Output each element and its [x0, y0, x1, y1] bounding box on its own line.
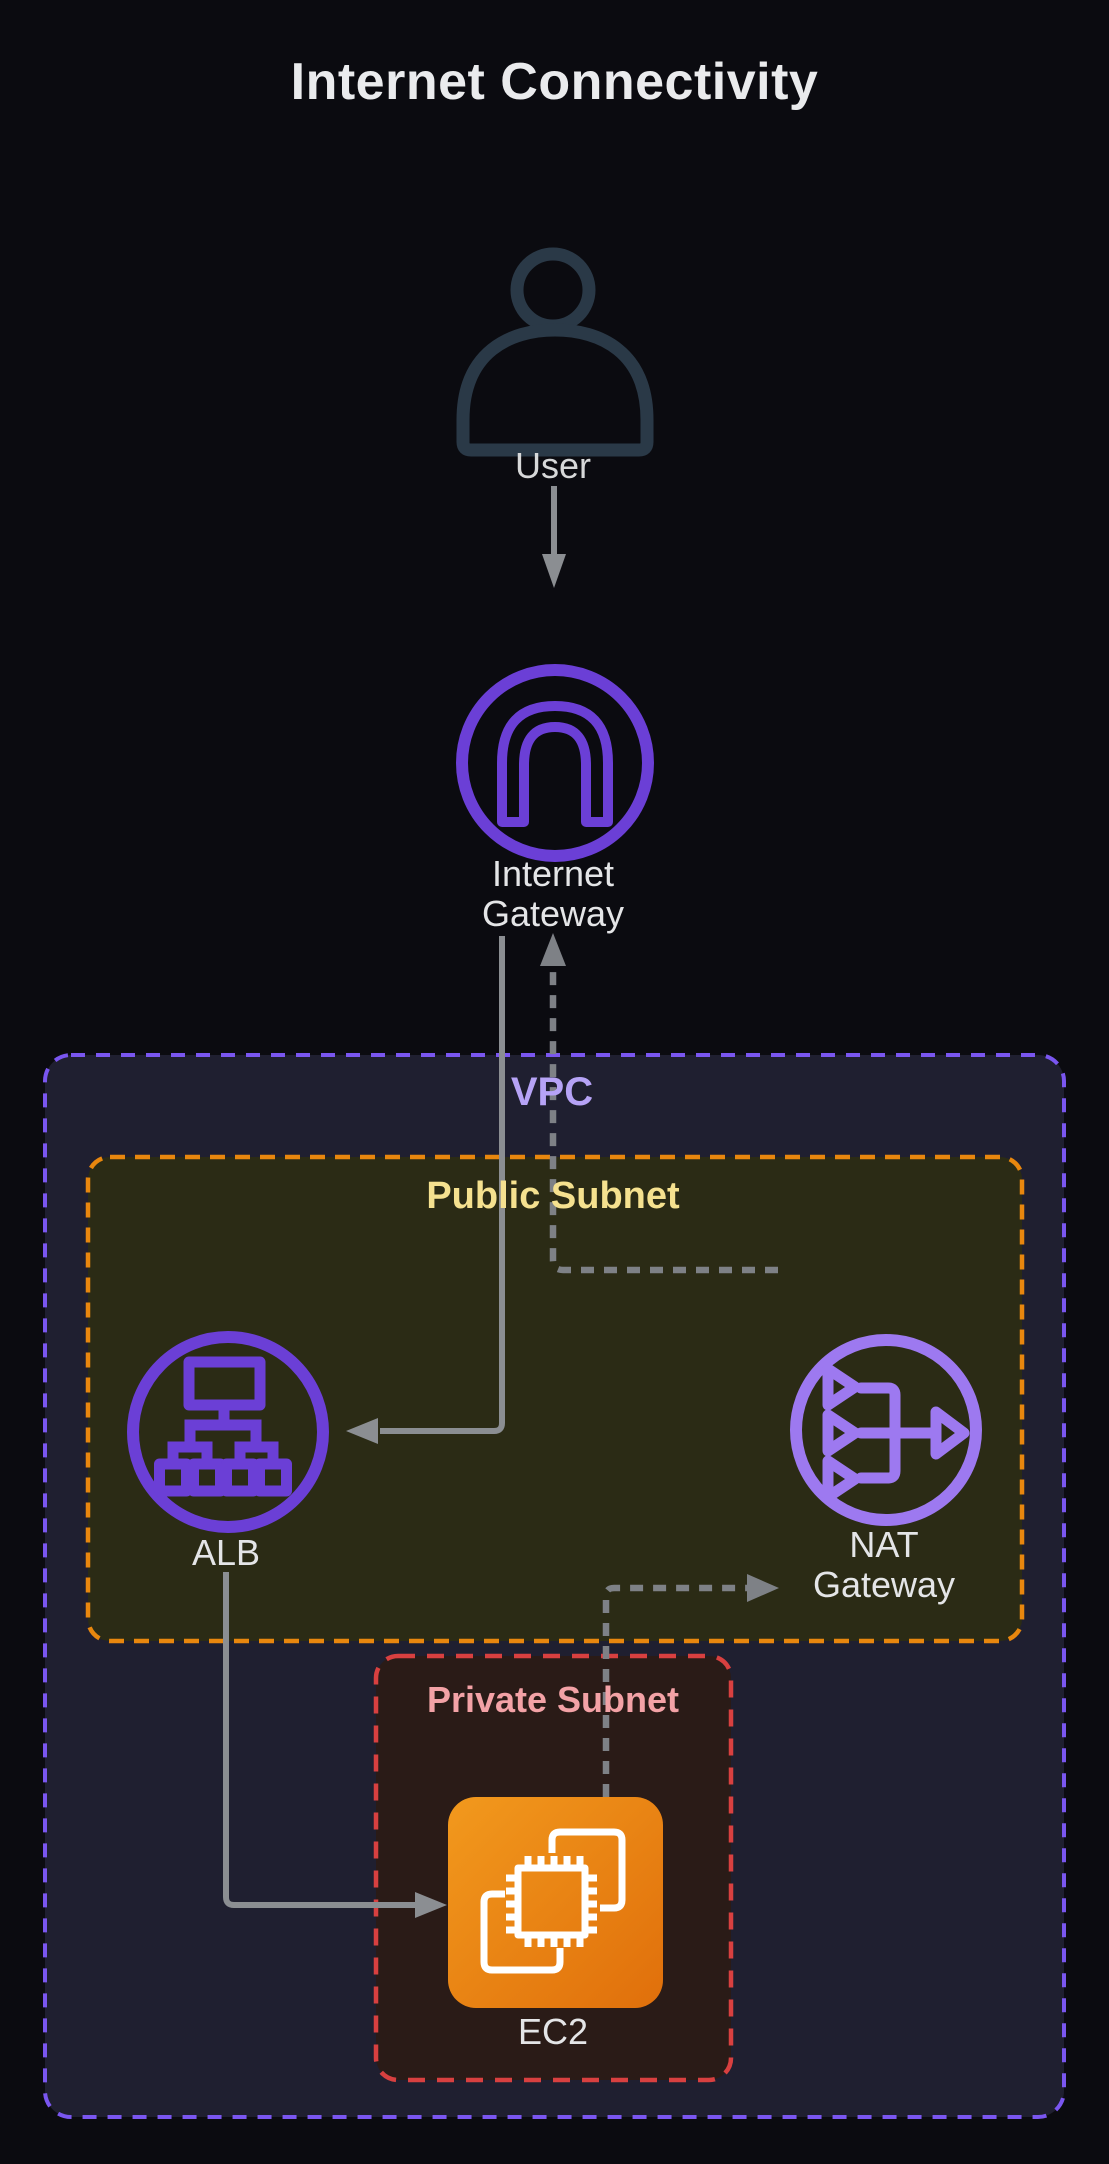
- vpc-label: VPC: [510, 1070, 594, 1114]
- edge-ec2-to-nat-dashed: [602, 1574, 779, 1797]
- nat-gateway-label: NAT Gateway: [812, 1524, 956, 1605]
- internet-gateway-icon: [456, 664, 654, 862]
- public-subnet-box: [85, 1154, 1025, 1644]
- alb-label: ALB: [191, 1532, 261, 1573]
- diagram-title: Internet Connectivity: [290, 53, 819, 111]
- public-subnet-label: Public Subnet: [426, 1175, 680, 1217]
- edge-nat-to-igw-dashed: [540, 933, 778, 1274]
- user-icon: [456, 247, 654, 457]
- edge-user-to-igw: [542, 486, 566, 588]
- user-label: User: [514, 445, 592, 486]
- edge-alb-to-ec2: [223, 1572, 447, 1918]
- alb-icon: [127, 1331, 329, 1533]
- private-subnet-label: Private Subnet: [426, 1679, 680, 1720]
- ec2-icon: [448, 1797, 663, 2008]
- nat-gateway-icon: [790, 1334, 982, 1526]
- internet-gateway-label: Internet Gateway: [481, 853, 625, 934]
- ec2-label: EC2: [517, 2011, 589, 2052]
- edge-igw-to-alb: [346, 936, 505, 1444]
